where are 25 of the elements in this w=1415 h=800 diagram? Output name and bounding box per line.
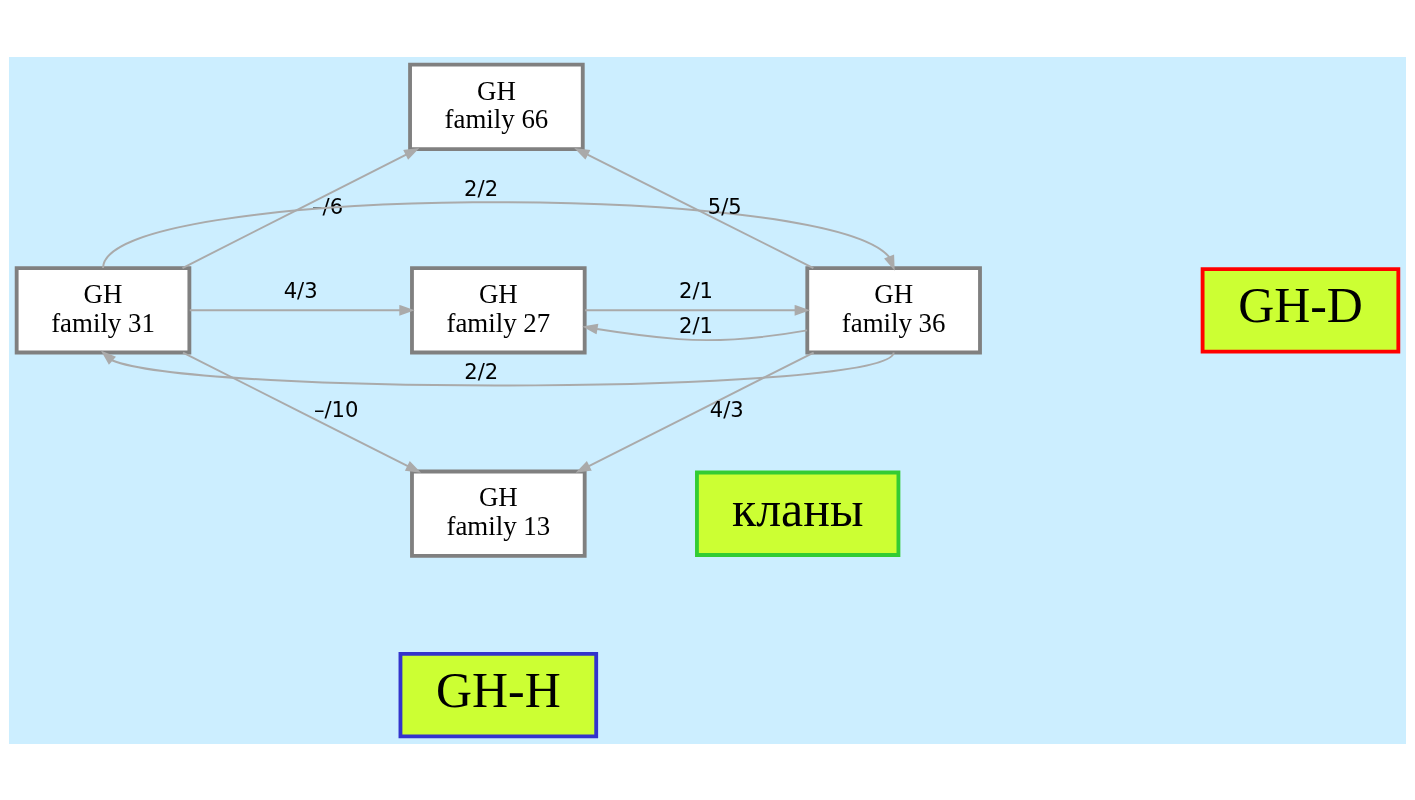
edge-label: –/10 [313, 396, 359, 422]
arrow [102, 200, 895, 271]
node-box: GH family 27 [410, 265, 587, 354]
arrow [182, 351, 422, 473]
edge-label: 2/1 [679, 312, 713, 338]
arrow [584, 304, 810, 316]
node-box: GH family 31 [14, 265, 192, 354]
node-box: кланы [695, 470, 901, 557]
edge-label: 2/2 [464, 358, 499, 384]
node-box: GH family 13 [410, 469, 587, 558]
arrow [582, 323, 809, 341]
node-box: GH family 66 [408, 62, 585, 151]
node-box: GH-H [398, 651, 599, 738]
edge-label: 2/1 [679, 277, 713, 303]
node-box: GH-D [1200, 266, 1401, 353]
edge-label: 2/2 [464, 175, 499, 201]
edge-label: 4/3 [709, 396, 744, 422]
edge-label: 4/3 [283, 277, 318, 303]
node-box: GH family 36 [805, 265, 982, 354]
arrow [575, 351, 815, 473]
arrow [100, 350, 895, 386]
arrow [574, 147, 815, 269]
edge-label: 5/5 [707, 193, 742, 219]
arrow [188, 304, 415, 316]
arrow [181, 147, 420, 269]
